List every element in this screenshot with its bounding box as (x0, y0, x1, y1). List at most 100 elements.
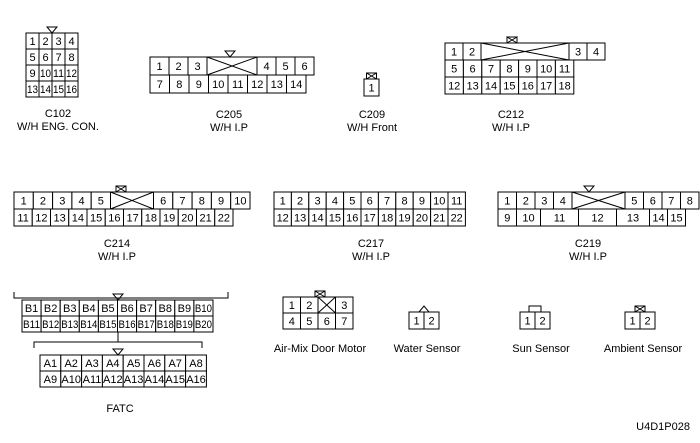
pin-number: B19 (176, 319, 193, 331)
harness-name: W/H I.P (98, 251, 136, 263)
lock-tab-mark (115, 185, 127, 193)
pin-number: 8 (199, 196, 205, 208)
pin-number: B10 (195, 303, 212, 315)
pin-number: 17 (127, 213, 139, 225)
lock-tab-mark (366, 72, 377, 80)
pin-number: 1 (156, 61, 162, 73)
pin-number: 2 (539, 316, 545, 328)
pin-number: 5 (451, 64, 457, 76)
pin-number: B14 (80, 319, 97, 331)
figure-code: U4D1P028 (636, 421, 690, 433)
harness-name: W/H I.P (210, 122, 248, 134)
harness-name: W/H ENG. CON. (17, 121, 99, 133)
pin-number: 4 (289, 316, 295, 328)
pin-number: A1 (44, 358, 57, 370)
pin-number: B2 (44, 303, 57, 315)
pin-number: 10 (234, 196, 246, 208)
pin-number: 12 (66, 68, 77, 80)
pin-number: 13 (27, 84, 38, 96)
pin-number: 10 (433, 196, 445, 208)
pin-number: 9 (196, 79, 202, 91)
pin-number: 22 (451, 213, 463, 225)
pin-number: 8 (401, 196, 407, 208)
pin-number: A15 (165, 374, 185, 386)
connector-id: Sun Sensor (512, 343, 570, 355)
pin-number: 2 (42, 36, 48, 48)
pin-number: A10 (61, 374, 81, 386)
pin-number: 6 (301, 61, 307, 73)
pin-number: B16 (119, 319, 136, 331)
pin-number: 16 (346, 213, 358, 225)
pin-number: 11 (559, 64, 570, 76)
pin-number: A12 (103, 374, 123, 386)
pin-number: 8 (687, 196, 693, 208)
pin-number: B4 (82, 303, 95, 315)
key-triangle-icon (582, 185, 596, 193)
pin-number: 14 (485, 81, 497, 93)
pin-number: A11 (83, 374, 102, 386)
pin-number: 5 (29, 52, 35, 64)
pin-number: 7 (668, 196, 674, 208)
pin-number: 6 (367, 196, 373, 208)
pin-number: 3 (55, 36, 61, 48)
pin-cell (534, 311, 551, 330)
pin-number: 4 (332, 196, 338, 208)
pin-number: 2 (40, 196, 46, 208)
pin-number: 15 (90, 213, 102, 225)
pin-number: A13 (124, 374, 144, 386)
pin-number: B1 (25, 303, 38, 315)
pin-number: B7 (139, 303, 152, 315)
lock-tab-icon (528, 305, 542, 313)
pin-number: 6 (650, 196, 656, 208)
pin-number: 7 (157, 79, 163, 91)
cross-line (571, 191, 626, 210)
pin-number: B3 (63, 303, 76, 315)
pin-number: 17 (364, 213, 376, 225)
pin-number: B12 (42, 319, 59, 331)
pin-number: A3 (85, 358, 98, 370)
pin-number: 14 (290, 79, 302, 91)
pin-number: 19 (398, 213, 410, 225)
pin-number: 19 (163, 213, 175, 225)
pin-number: 5 (98, 196, 104, 208)
pin-number: 4 (593, 47, 599, 59)
pin-number: 10 (522, 213, 534, 225)
pin-number: 9 (419, 196, 425, 208)
pin-number: 9 (218, 196, 224, 208)
pin-number: 13 (271, 79, 283, 91)
bracket-b-block (13, 292, 229, 299)
pin-number: 12 (277, 213, 289, 225)
pin-number: 1 (368, 83, 374, 95)
pin-cell (335, 312, 354, 330)
cross-line (317, 296, 336, 314)
pin-number: 11 (232, 79, 243, 91)
pin-number: 1 (629, 316, 635, 328)
bracket-a-block (33, 341, 203, 348)
connector-id: C102 (45, 108, 71, 120)
lock-tab-mark (314, 290, 326, 298)
pin-number: 16 (522, 81, 534, 93)
pin-number: 5 (349, 196, 355, 208)
key-triangle-icon (223, 50, 237, 58)
pin-number: 1 (21, 196, 27, 208)
pin-number: A14 (145, 374, 165, 386)
harness-name: W/H I.P (492, 122, 530, 134)
pin-cell (554, 76, 575, 95)
pin-number: A9 (44, 374, 57, 386)
pin-number: 7 (384, 196, 390, 208)
pin-number: 13 (294, 213, 306, 225)
pin-number: 1 (504, 196, 510, 208)
pin-cell (64, 80, 79, 98)
connector-id: C209 (359, 109, 385, 121)
pin-number: 10 (540, 64, 552, 76)
pin-number: 11 (554, 213, 565, 225)
pin-number: 12 (591, 213, 603, 225)
pin-number: 8 (68, 52, 74, 64)
pin-number: 12 (448, 81, 460, 93)
pin-cell (639, 311, 656, 330)
